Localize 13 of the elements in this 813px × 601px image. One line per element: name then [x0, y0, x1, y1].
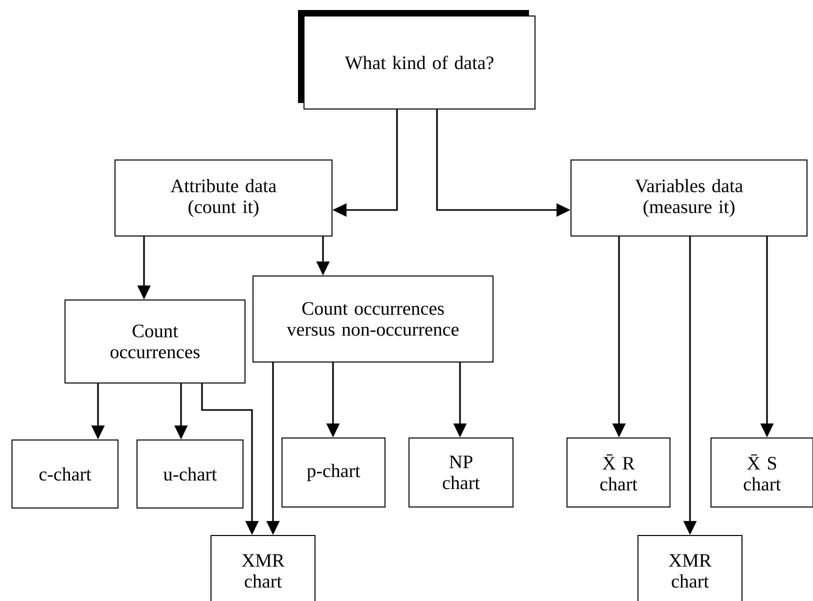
- process-box: Variables data (measure it): [570, 160, 808, 236]
- process-box: Attribute data (count it): [114, 160, 332, 236]
- process-box: Count occurrences: [64, 300, 246, 384]
- process-box: p-chart: [282, 438, 386, 508]
- process-box: X̄ R chart: [566, 438, 670, 508]
- process-box: Count occurrences versus non-occurrence: [252, 276, 494, 362]
- process-box: c-chart: [12, 440, 118, 508]
- process-box: NP chart: [408, 438, 514, 508]
- process-box: X̄ S chart: [710, 438, 813, 508]
- process-box: XMR chart: [210, 535, 316, 601]
- process-box: u-chart: [136, 440, 244, 508]
- question-box: What kind of data?: [298, 10, 536, 110]
- process-box: XMR chart: [638, 535, 742, 601]
